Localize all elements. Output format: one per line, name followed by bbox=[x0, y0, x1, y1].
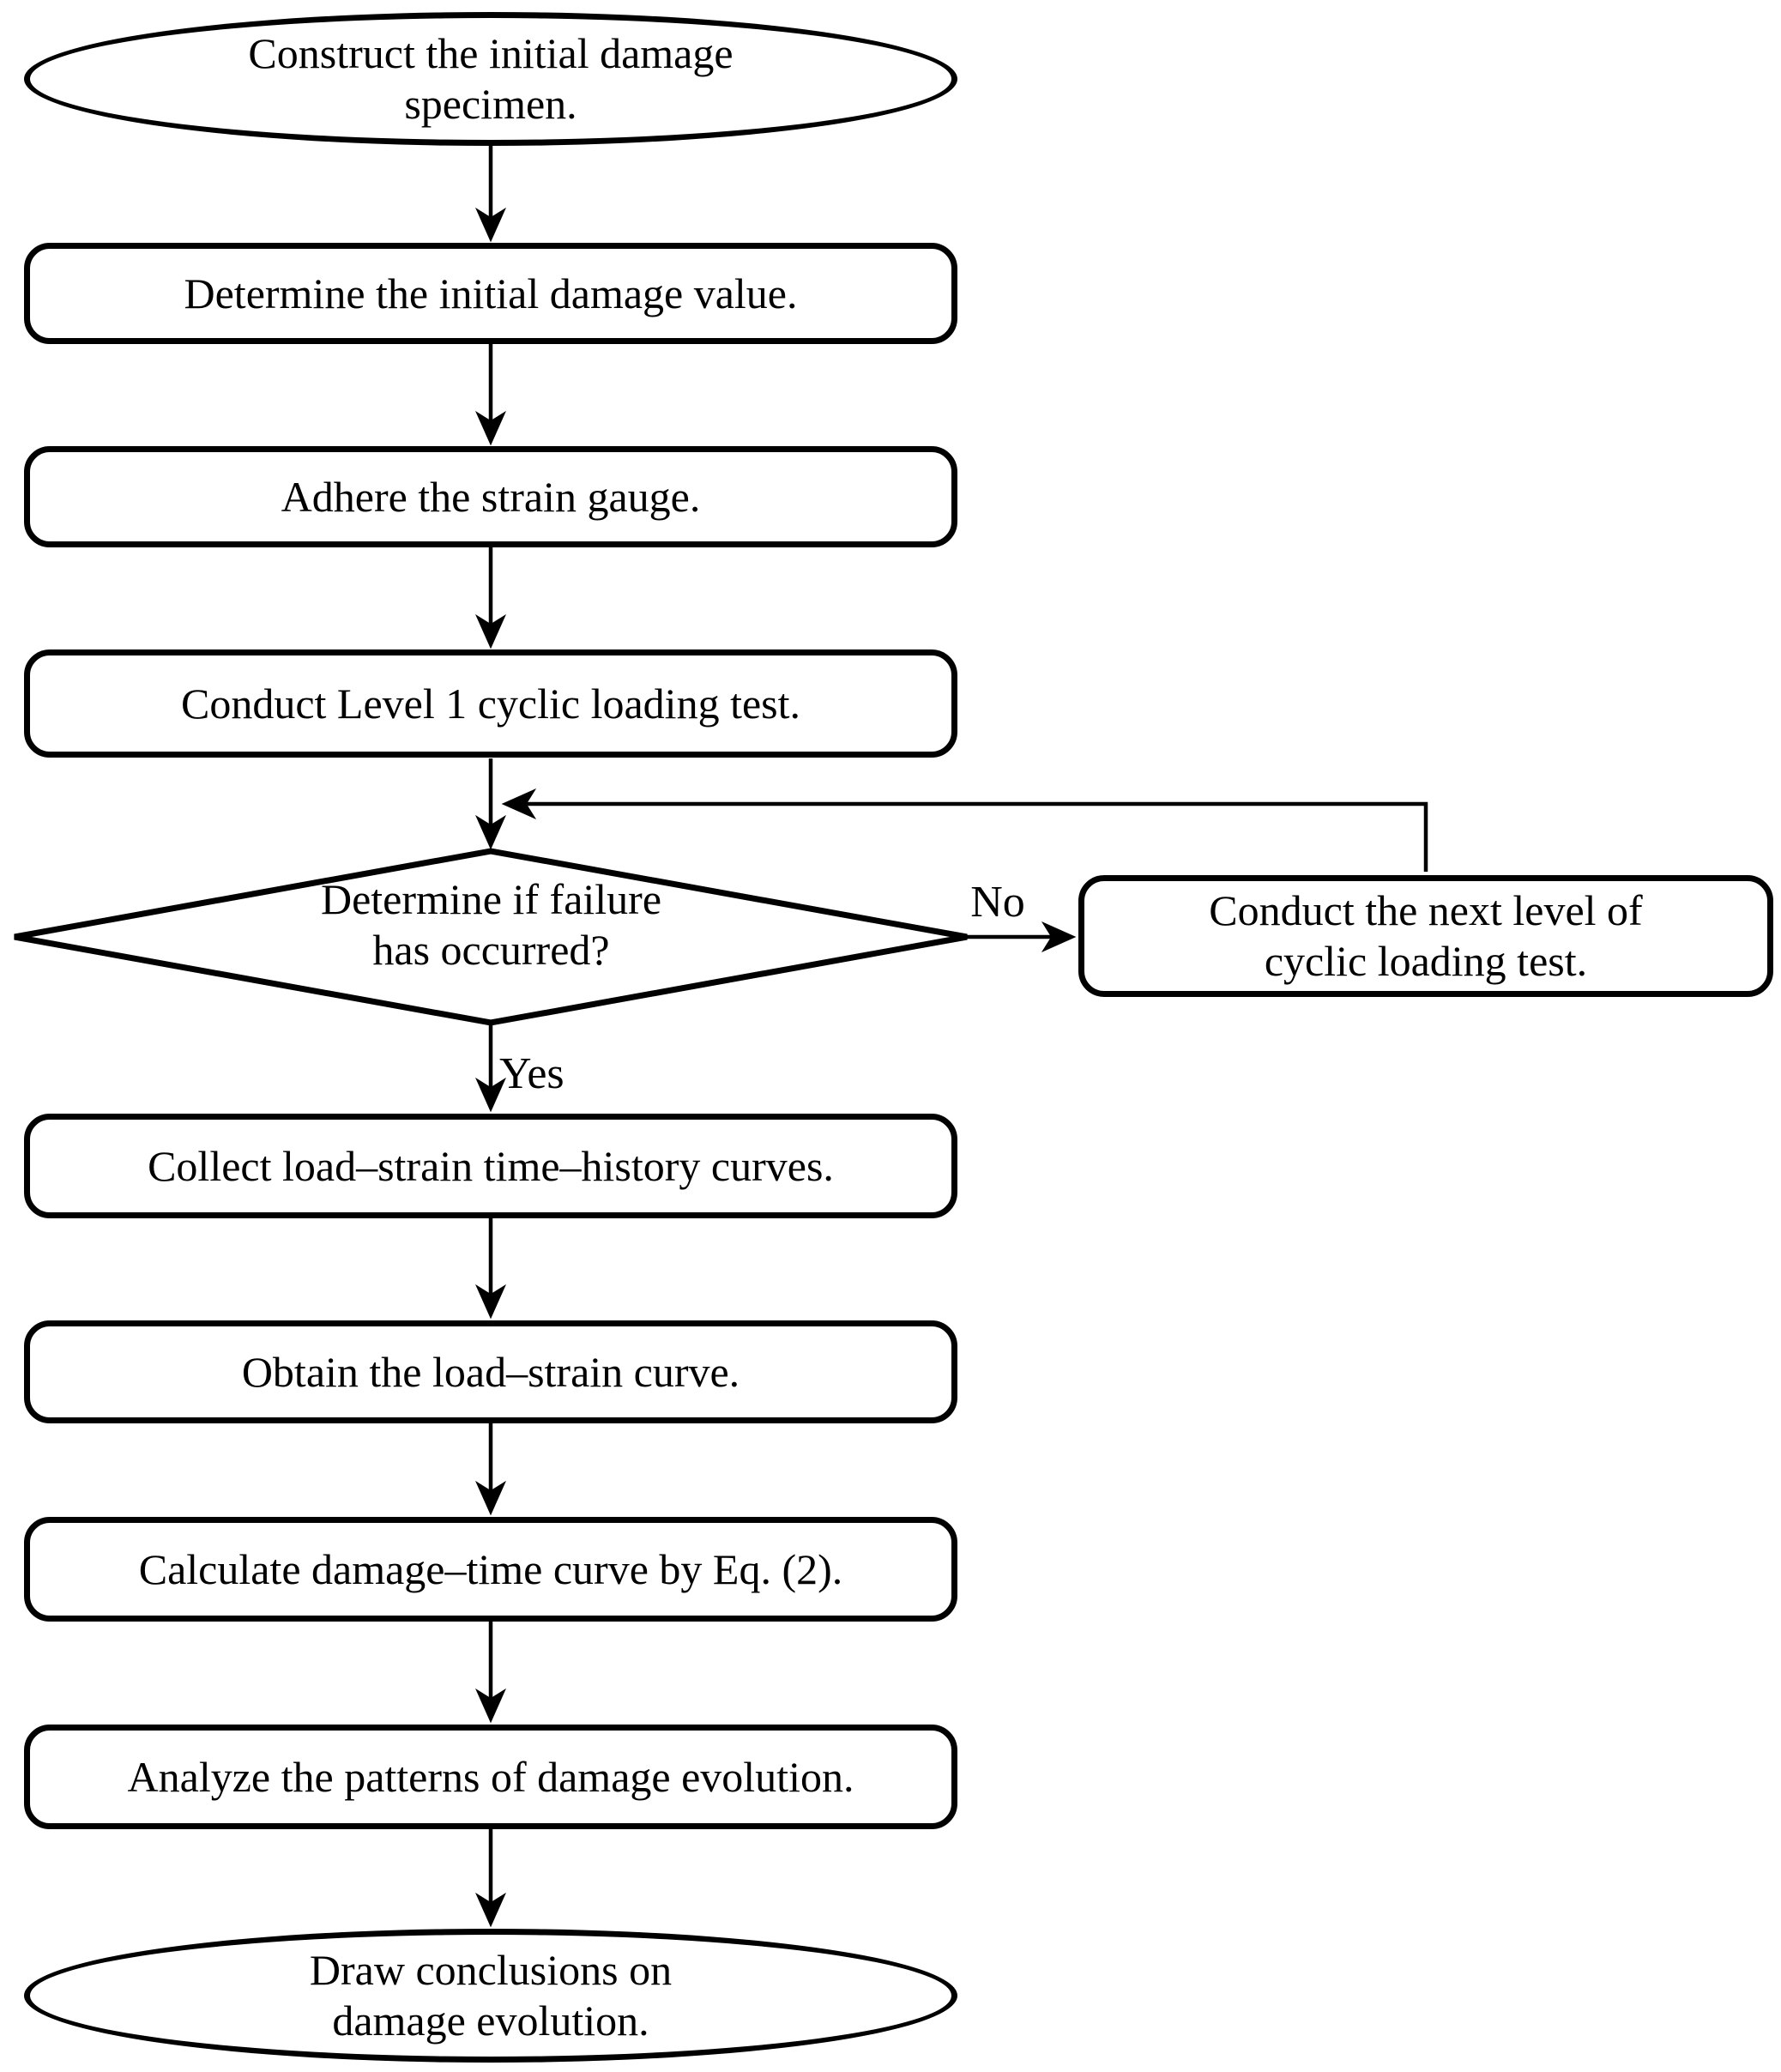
step-adhere-strain-gauge: Adhere the strain gauge. bbox=[24, 446, 957, 547]
start-terminator: Construct the initial damage specimen. bbox=[24, 12, 957, 146]
step-determine-initial-damage: Determine the initial damage value. bbox=[24, 243, 957, 344]
step-conduct-level1-test: Conduct Level 1 cyclic loading test. bbox=[24, 649, 957, 758]
edge-loopback-nextlevel-to-decision bbox=[501, 788, 1428, 872]
step-conduct-next-level-test: Conduct the next level of cyclic loading… bbox=[1078, 875, 1773, 997]
step-analyze-damage-evolution: Analyze the patterns of damage evolution… bbox=[24, 1725, 957, 1829]
step-obtain-load-strain-curve: Obtain the load–strain curve. bbox=[24, 1320, 957, 1423]
decision-failure-text: Determine if failure has occurred? bbox=[320, 874, 662, 974]
step-calculate-damage-time-curve: Calculate damage–time curve by Eq. (2). bbox=[24, 1517, 957, 1622]
branch-label-yes: Yes bbox=[499, 1049, 564, 1098]
branch-label-no: No bbox=[970, 878, 1025, 927]
step-collect-time-history-curves: Collect load–strain time–history curves. bbox=[24, 1114, 957, 1218]
end-terminator: Draw conclusions on damage evolution. bbox=[24, 1929, 957, 2063]
